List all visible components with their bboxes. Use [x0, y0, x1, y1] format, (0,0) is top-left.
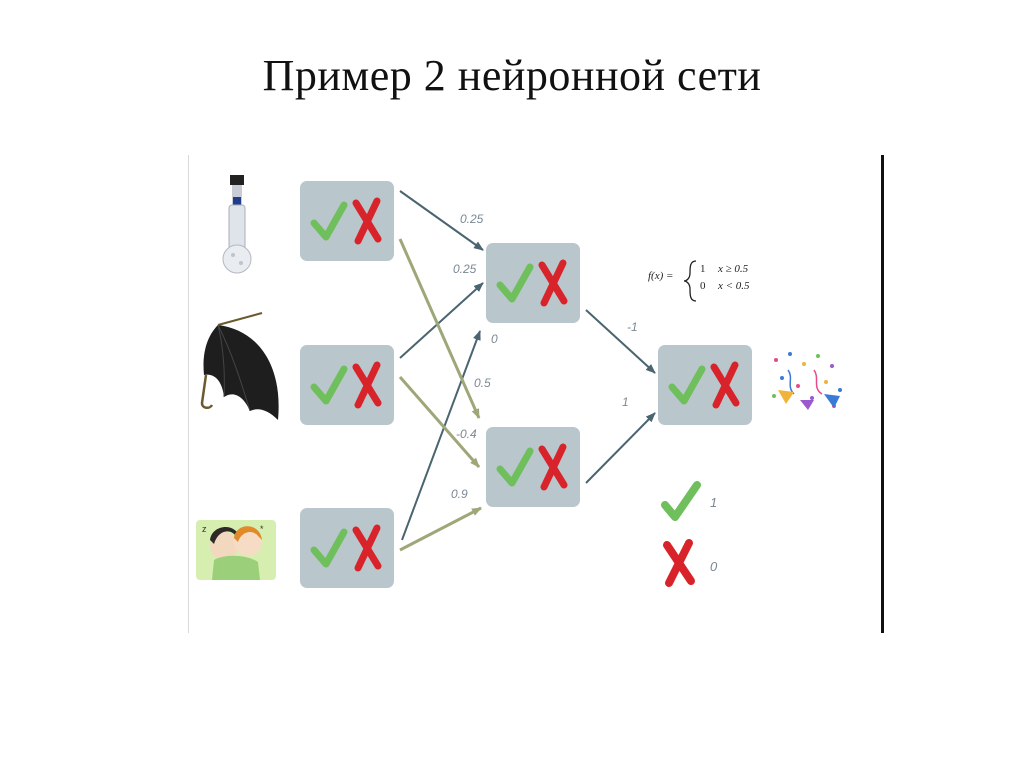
formula-case1-condition: x ≥ 0.5 [717, 263, 749, 275]
neuron-box [486, 243, 580, 323]
edge-input-3-to-hidden-1 [401, 330, 481, 541]
cross-icon-stroke-b [540, 259, 567, 307]
legend-check-icon [661, 481, 701, 521]
check-icon [310, 528, 348, 568]
formula-case1-value: 1 [700, 263, 706, 275]
neural-network-figure: 0.25 0.25 0 0.5 -0.4 0.9 -1 1 [188, 155, 885, 635]
cross-icon-stroke-b [354, 197, 381, 245]
weight-label-input-3-to-hidden-1: 0 [491, 332, 498, 346]
check-icon [310, 365, 348, 405]
weight-label-input-2-to-hidden-2: -0.4 [456, 427, 477, 441]
umbrella-icon [200, 312, 279, 420]
weight-label-input-1-to-hidden-2: 0.5 [474, 376, 491, 390]
weight-label-input-2-to-hidden-1: 0.25 [453, 262, 477, 276]
couple-illustration-icon: * z [196, 520, 276, 580]
neuron-box [486, 427, 580, 507]
confetti-icon [772, 352, 842, 410]
formula-case2-condition: x < 0.5 [717, 280, 750, 292]
weight-label-hidden-2-to-output: 1 [622, 395, 629, 409]
neuron-hidden-1 [486, 243, 580, 323]
legend-cross-value: 0 [710, 559, 718, 574]
water-bottle-icon [222, 175, 252, 274]
cross-icon-stroke-b [540, 443, 567, 491]
neuron-box [300, 181, 394, 261]
edge-input-2-to-hidden-2 [398, 376, 481, 468]
edge-hidden-2-to-output [585, 412, 656, 484]
svg-text:z: z [202, 524, 207, 534]
neuron-input-3 [300, 508, 394, 588]
figure-right-border [881, 155, 884, 633]
legend-cross-icon [663, 539, 695, 587]
neurons-layer [300, 181, 752, 588]
weight-label-input-3-to-hidden-2: 0.9 [451, 487, 468, 501]
figure-left-border [188, 155, 189, 633]
edge-input-3-to-hidden-2 [399, 506, 482, 552]
edge-input-1-to-hidden-1 [399, 190, 484, 251]
edge-input-2-to-hidden-1 [399, 282, 484, 359]
activation-formula: f(x) = 1 x ≥ 0.5 0 x < 0.5 [648, 260, 750, 302]
edges-layer: 0.25 0.25 0 0.5 -0.4 0.9 -1 1 [398, 190, 656, 552]
check-icon [310, 201, 348, 241]
neuron-output [658, 345, 752, 425]
check-icon [668, 365, 706, 405]
weight-label-hidden-1-to-output: -1 [627, 320, 638, 334]
weight-label-input-1-to-hidden-1: 0.25 [460, 212, 484, 226]
cross-icon-stroke-b [354, 524, 381, 572]
edge-input-1-to-hidden-2 [398, 238, 481, 419]
slide-title: Пример 2 нейронной сети [262, 51, 762, 100]
neuron-hidden-2 [486, 427, 580, 507]
formula-case2-value: 0 [700, 280, 706, 292]
legend-check-value: 1 [710, 495, 717, 510]
legend: 1 0 [661, 481, 718, 587]
neuron-box [300, 508, 394, 588]
check-icon [496, 447, 534, 487]
formula-lhs: f(x) = [648, 270, 673, 282]
cross-icon-stroke-b [354, 361, 381, 409]
neuron-input-2 [300, 345, 394, 425]
neuron-box [300, 345, 394, 425]
svg-text:*: * [260, 524, 264, 534]
neuron-box [658, 345, 752, 425]
check-icon [496, 263, 534, 303]
network-diagram: 0.25 0.25 0 0.5 -0.4 0.9 -1 1 [196, 175, 842, 588]
edge-hidden-1-to-output [585, 309, 656, 374]
cross-icon-stroke-b [712, 361, 739, 409]
neuron-input-1 [300, 181, 394, 261]
